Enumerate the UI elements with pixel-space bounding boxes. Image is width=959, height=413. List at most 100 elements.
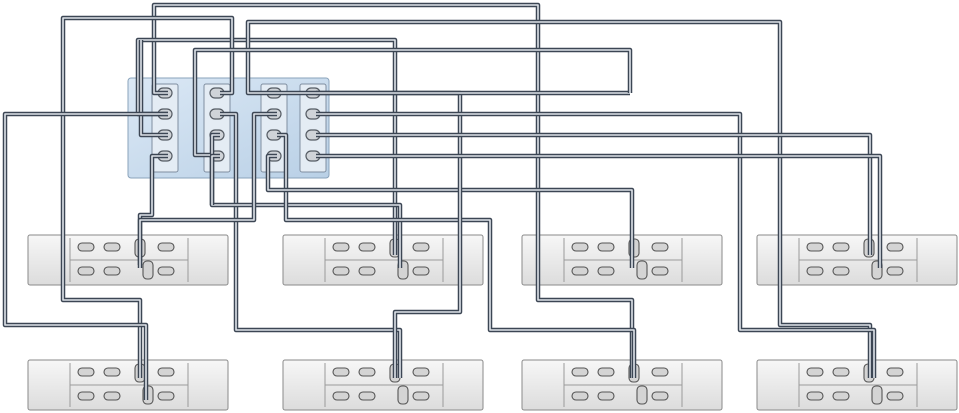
shelf-3 [521,234,723,286]
disk-shelves [27,234,958,411]
shelf-port[interactable] [886,266,904,276]
cable-10 [137,111,277,268]
cable-core [267,155,633,268]
shelf-port[interactable] [651,367,669,377]
shelf-4 [756,234,958,286]
cable-core [194,49,631,156]
shelf-port[interactable] [806,242,824,252]
shelf-port[interactable] [103,391,121,401]
shelf-port[interactable] [412,242,430,252]
cable-core [211,155,220,205]
shelf-port[interactable] [571,266,589,276]
shelf-port[interactable] [358,391,376,401]
shelf-5 [27,359,229,411]
controller-card-4 [299,83,327,173]
cable-14 [316,111,877,378]
shelf-port[interactable] [597,242,615,252]
shelf-port[interactable] [77,242,95,252]
cable-9 [245,19,873,378]
shelf-port[interactable] [636,260,648,280]
cable-19 [192,47,633,158]
cable-core [140,40,168,136]
shelf-port[interactable] [358,242,376,252]
shelf-port[interactable] [103,367,121,377]
shelf-port[interactable] [358,266,376,276]
shelf-port[interactable] [571,391,589,401]
cable-11 [277,132,637,378]
shelf-port[interactable] [77,391,95,401]
shelf-port[interactable] [412,367,430,377]
cable-8 [209,153,220,205]
controller-card-1 [151,83,179,173]
shelf-6 [282,359,484,411]
shelf-port[interactable] [571,367,589,377]
shelf-port[interactable] [397,385,409,405]
shelf-1 [27,234,229,286]
shelf-port[interactable] [157,391,175,401]
shelf-port[interactable] [651,266,669,276]
cable-core [247,21,871,378]
cable-6 [220,111,403,378]
shelf-port[interactable] [332,242,350,252]
shelf-port[interactable] [832,367,850,377]
shelf-port[interactable] [142,260,154,280]
shelf-port[interactable] [571,242,589,252]
controller-card-2 [203,83,231,173]
cable-sheath [245,19,873,378]
cable-core [153,4,633,378]
cable-core [277,134,635,378]
shelf-port[interactable] [597,266,615,276]
shelf-port[interactable] [806,266,824,276]
cable-core [316,134,871,255]
shelf-port[interactable] [103,242,121,252]
shelf-port[interactable] [832,266,850,276]
shelf-port[interactable] [886,367,904,377]
shelf-port[interactable] [332,266,350,276]
shelf-port[interactable] [157,242,175,252]
shelf-port[interactable] [157,266,175,276]
shelf-port[interactable] [806,391,824,401]
cable-core [62,17,233,378]
card-bracket [260,83,288,173]
shelf-2 [282,234,484,286]
cable-core [220,113,401,378]
cable-15 [316,132,873,255]
shelf-port[interactable] [597,391,615,401]
shelf-port[interactable] [412,391,430,401]
shelf-port[interactable] [871,385,883,405]
controller-card-3 [260,83,288,173]
cable-17 [2,111,168,400]
shelf-port[interactable] [832,391,850,401]
cable-16 [316,153,883,268]
shelf-7 [521,359,723,411]
cable-core [139,113,277,268]
shelf-port[interactable] [806,367,824,377]
card-bracket [299,83,327,173]
shelf-port[interactable] [157,367,175,377]
cable-core [316,155,881,268]
cable-12 [265,153,635,268]
cable-core [4,113,168,400]
shelf-port[interactable] [77,367,95,377]
shelf-port[interactable] [332,367,350,377]
shelf-port[interactable] [77,266,95,276]
shelf-port[interactable] [636,385,648,405]
card-bracket [151,83,179,173]
shelf-8 [756,359,958,411]
shelf-port[interactable] [886,391,904,401]
shelf-port[interactable] [358,367,376,377]
shelf-port[interactable] [886,242,904,252]
cable-1 [151,2,635,378]
cable-5 [60,15,235,378]
cable-3 [138,40,168,138]
shelf-port[interactable] [651,391,669,401]
shelf-port[interactable] [103,266,121,276]
shelf-port[interactable] [332,391,350,401]
cable-core [316,113,875,378]
shelf-port[interactable] [412,266,430,276]
shelf-port[interactable] [597,367,615,377]
shelf-port[interactable] [832,242,850,252]
controller-module [127,77,330,179]
shelf-port[interactable] [651,242,669,252]
